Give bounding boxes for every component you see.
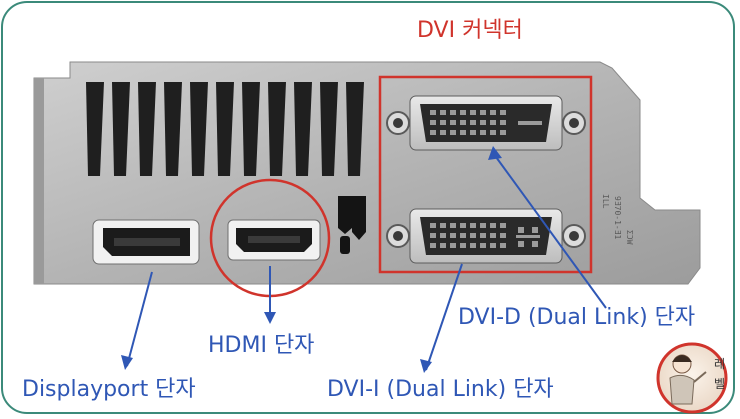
dvi-d-arrow-head	[488, 146, 502, 160]
ventilation-slots	[86, 82, 364, 176]
bracket-etching-line-3: ΣƆW	[625, 230, 634, 245]
dvi-d-label: DVI-D (Dual Link) 단자	[458, 305, 696, 330]
bracket-etching-line-2: 9Ǝ70-1-Ǝ1	[613, 196, 622, 240]
dvi-d-connector	[386, 95, 586, 151]
seal-char-2: 벨	[714, 377, 726, 391]
hdmi-label: HDMI 단자	[208, 333, 315, 358]
seal-char-1: 레	[714, 357, 726, 371]
dvi-i-arrow	[425, 263, 463, 371]
bracket-clips	[338, 196, 366, 254]
displayport-label: Displayport 단자	[22, 377, 196, 402]
displayport-connector	[92, 219, 200, 265]
dvi-connector-label: DVI 커넥터	[417, 18, 523, 43]
character-seal	[656, 342, 728, 414]
pointer-arrows	[121, 146, 607, 373]
dvi-d-arrow	[495, 156, 607, 309]
dvi-i-connector	[386, 208, 586, 264]
hdmi-connector	[227, 219, 321, 261]
dvi-i-label: DVI-I (Dual Link) 단자	[327, 377, 554, 402]
bracket-etching-line-1: ILL	[601, 194, 610, 209]
dvi-highlight-box	[378, 75, 593, 274]
dvi-i-arrow-head	[420, 359, 432, 373]
bracket-left-lip	[34, 78, 44, 284]
displayport-arrow	[126, 271, 153, 367]
displayport-arrow-head	[121, 355, 133, 370]
hdmi-arrow-head	[264, 312, 276, 324]
